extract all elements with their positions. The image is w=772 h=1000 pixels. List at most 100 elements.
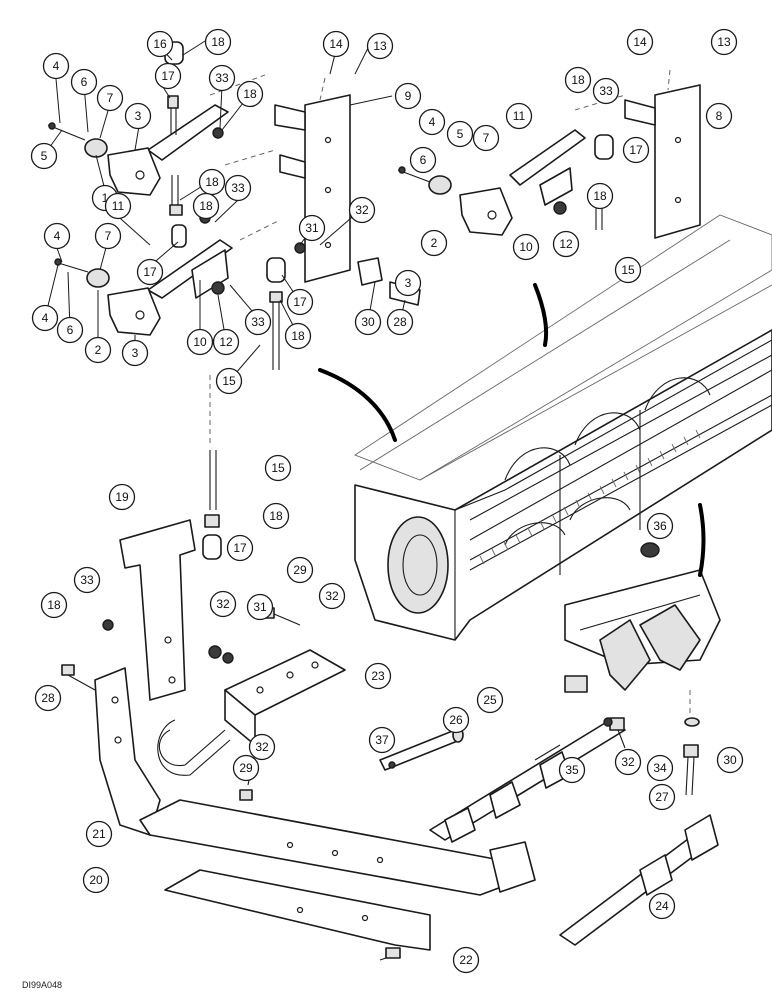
callout-circle	[215, 367, 243, 395]
callout-number: 17	[143, 265, 157, 279]
callout-circle	[614, 748, 642, 776]
callout-15: 15	[614, 256, 642, 284]
callout-number: 35	[565, 763, 579, 777]
callout-circle	[192, 192, 220, 220]
callout-18: 18	[284, 322, 312, 350]
callout-number: 36	[653, 519, 667, 533]
callout-number: 17	[233, 541, 247, 555]
callout-circle	[121, 339, 149, 367]
callout-circle	[85, 820, 113, 848]
callout-37: 37	[368, 726, 396, 754]
callout-circle	[84, 336, 112, 364]
callout-circle	[96, 84, 124, 112]
callout-10: 10	[512, 233, 540, 261]
callout-circle	[70, 68, 98, 96]
callout-number: 18	[593, 189, 607, 203]
lower-left-assembly	[61, 375, 536, 961]
callout-32: 32	[248, 733, 276, 761]
callout-14: 14	[322, 30, 350, 58]
callout-number: 4	[53, 59, 60, 73]
callout-number: 3	[135, 109, 142, 123]
callout-31: 31	[298, 214, 326, 242]
callout-number: 32	[255, 740, 269, 754]
callout-circle	[646, 512, 674, 540]
callout-number: 32	[325, 589, 339, 603]
callout-18: 18	[204, 28, 232, 56]
callout-4: 4	[42, 52, 70, 80]
callout-circle	[716, 746, 744, 774]
callout-circle	[505, 102, 533, 130]
callout-number: 33	[599, 84, 613, 98]
callout-number: 18	[243, 87, 257, 101]
callout-number: 9	[405, 89, 412, 103]
callout-29: 29	[232, 754, 260, 782]
callout-circle	[208, 64, 236, 92]
callout-number: 15	[222, 374, 236, 388]
callout-33: 33	[244, 308, 272, 336]
callout-circle	[420, 229, 448, 257]
callout-number: 18	[47, 598, 61, 612]
callout-number: 32	[621, 755, 635, 769]
callout-number: 10	[193, 335, 207, 349]
callout-2: 2	[84, 336, 112, 364]
callout-circle	[264, 454, 292, 482]
callout-circle	[286, 556, 314, 584]
callout-18: 18	[192, 192, 220, 220]
callout-28: 28	[34, 684, 62, 712]
callout-number: 17	[293, 295, 307, 309]
callout-circle	[552, 230, 580, 258]
callout-circle	[40, 591, 68, 619]
callout-number: 4	[54, 229, 61, 243]
callout-21: 21	[85, 820, 113, 848]
callout-6: 6	[56, 316, 84, 344]
callout-17: 17	[286, 288, 314, 316]
callout-6: 6	[409, 146, 437, 174]
callout-circle	[614, 256, 642, 284]
callout-number: 21	[92, 827, 106, 841]
callout-17: 17	[226, 534, 254, 562]
reference-arrows	[318, 283, 706, 577]
callout-number: 29	[293, 563, 307, 577]
callout-circle	[446, 120, 474, 148]
callout-circle	[368, 726, 396, 754]
callout-circle	[710, 28, 738, 56]
callout-circle	[94, 222, 122, 250]
callout-number: 4	[429, 115, 436, 129]
callout-number: 22	[459, 953, 473, 967]
callout-circle	[586, 182, 614, 210]
callout-circle	[186, 328, 214, 356]
callout-circle	[248, 733, 276, 761]
callout-circle	[648, 892, 676, 920]
callout-circle	[646, 754, 674, 782]
callout-circle	[108, 483, 136, 511]
callout-number: 7	[107, 91, 114, 105]
callout-circle	[226, 534, 254, 562]
callout-35: 35	[558, 756, 586, 784]
callout-circle	[452, 946, 480, 974]
callout-6: 6	[70, 68, 98, 96]
callout-14: 14	[626, 28, 654, 56]
callout-circle	[43, 222, 71, 250]
callout-18: 18	[236, 80, 264, 108]
callout-number: 18	[199, 199, 213, 213]
callout-number: 17	[629, 143, 643, 157]
callout-circle	[212, 328, 240, 356]
callout-circle	[262, 502, 290, 530]
callout-circle	[386, 308, 414, 336]
callout-28: 28	[386, 308, 414, 336]
callout-number: 25	[483, 693, 497, 707]
callout-circle	[318, 582, 346, 610]
callout-number: 1	[102, 191, 109, 205]
callout-number: 23	[371, 669, 385, 683]
callout-15: 15	[215, 367, 243, 395]
callout-number: 5	[457, 127, 464, 141]
callout-3: 3	[124, 102, 152, 130]
callout-5: 5	[30, 142, 58, 170]
callout-number: 8	[716, 109, 723, 123]
callout-number: 18	[205, 175, 219, 189]
callout-number: 3	[132, 346, 139, 360]
callout-20: 20	[82, 866, 110, 894]
callout-17: 17	[622, 136, 650, 164]
callout-number: 12	[219, 335, 233, 349]
callout-number: 19	[115, 490, 129, 504]
